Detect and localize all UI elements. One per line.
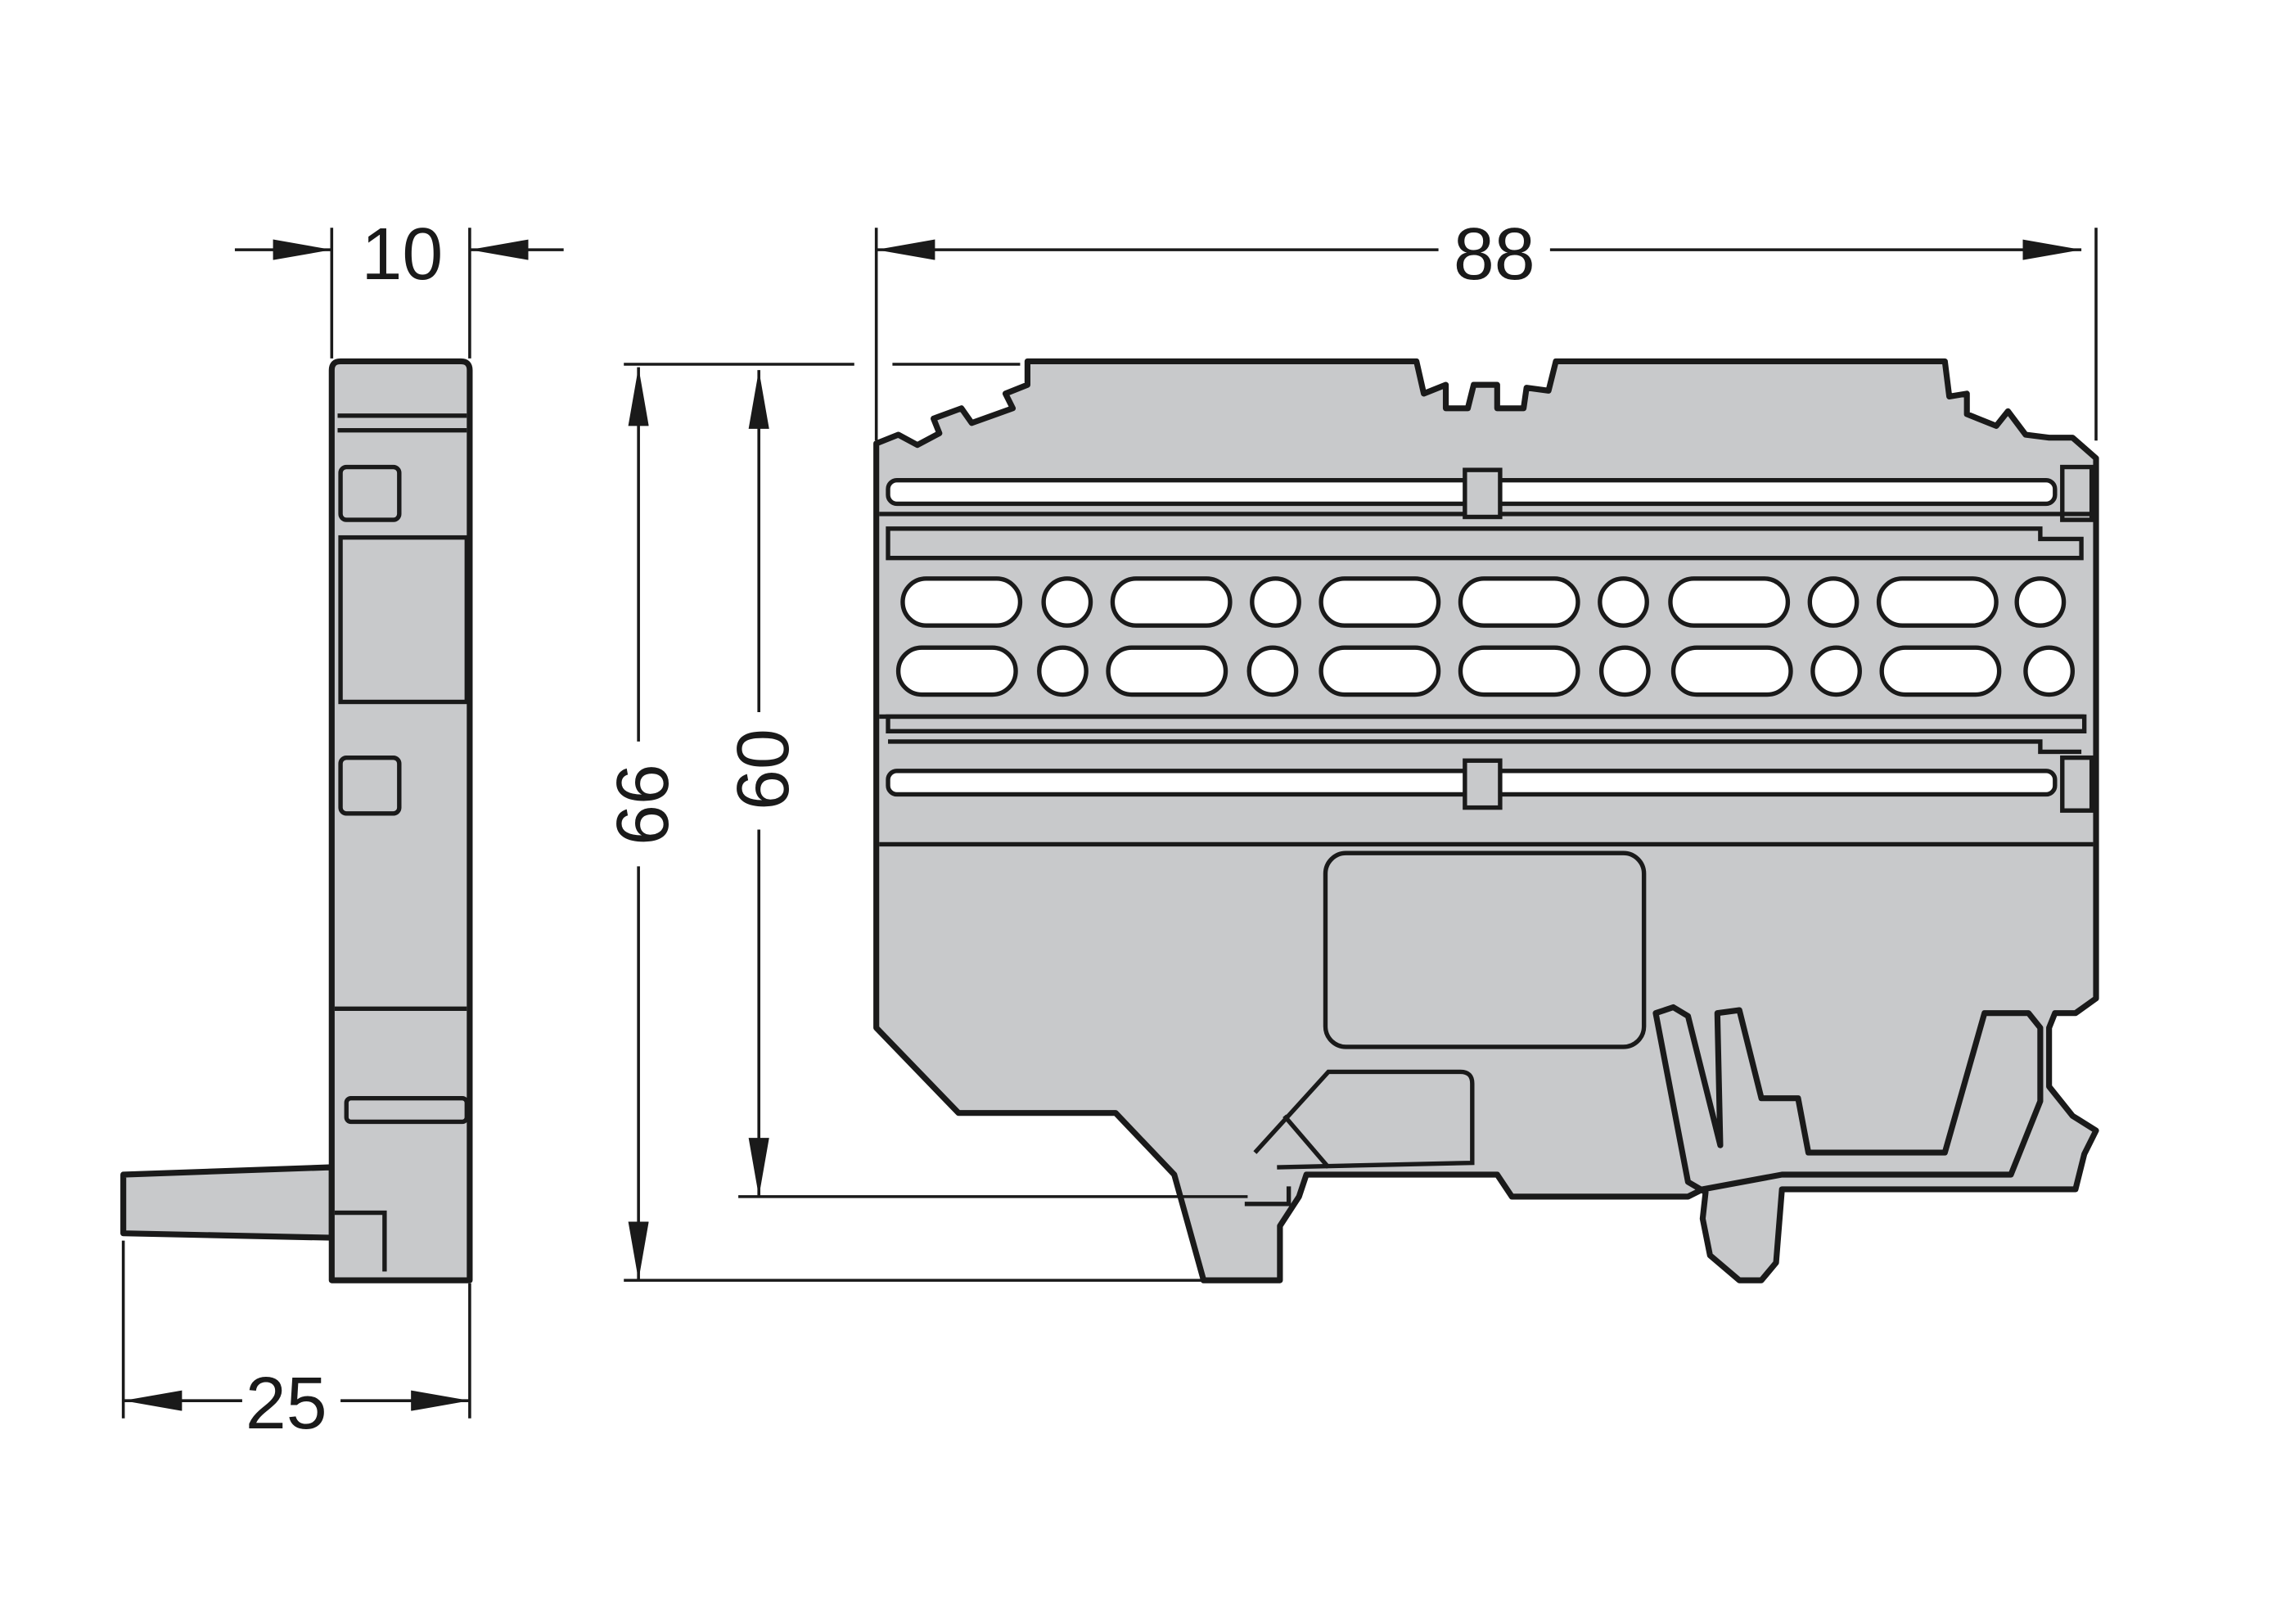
oval-wire-hole (1319, 645, 1441, 697)
oval-wire-hole (895, 645, 1018, 697)
dimension-side-depth: 25 (246, 1363, 327, 1445)
oval-wire-hole (1458, 576, 1580, 628)
oval-wire-hole (1879, 645, 2002, 697)
round-release-hole (2023, 645, 2076, 697)
oval-wire-hole (1668, 576, 1791, 628)
oval-wire-hole (1319, 576, 1441, 628)
side-view (120, 358, 473, 1283)
round-release-hole (1041, 576, 1093, 628)
wire-holes (895, 576, 2076, 697)
round-release-hole (1598, 645, 1651, 697)
round-release-hole (2014, 576, 2067, 628)
front-view (873, 358, 2099, 1283)
dimension-total-height: 66 (602, 764, 684, 846)
round-release-hole (1810, 645, 1862, 697)
side-body (328, 358, 473, 1283)
oval-wire-hole (1106, 645, 1228, 697)
round-release-hole (1807, 576, 1860, 628)
dimensions: 10 25 88 66 60 (121, 214, 2098, 1445)
round-release-hole (1246, 645, 1299, 697)
oval-wire-hole (900, 576, 1023, 628)
round-release-hole (1598, 576, 1649, 628)
dimension-side-width: 10 (362, 214, 444, 295)
oval-wire-hole (1670, 645, 1793, 697)
side-foot (120, 1164, 335, 1241)
oval-wire-hole (1876, 576, 1999, 628)
dimension-rail-height: 60 (723, 729, 805, 810)
oval-wire-hole (1110, 576, 1233, 628)
round-release-hole (1250, 576, 1301, 628)
round-release-hole (1037, 645, 1089, 697)
dimension-front-width: 88 (1454, 214, 1535, 295)
oval-wire-hole (1458, 645, 1580, 697)
